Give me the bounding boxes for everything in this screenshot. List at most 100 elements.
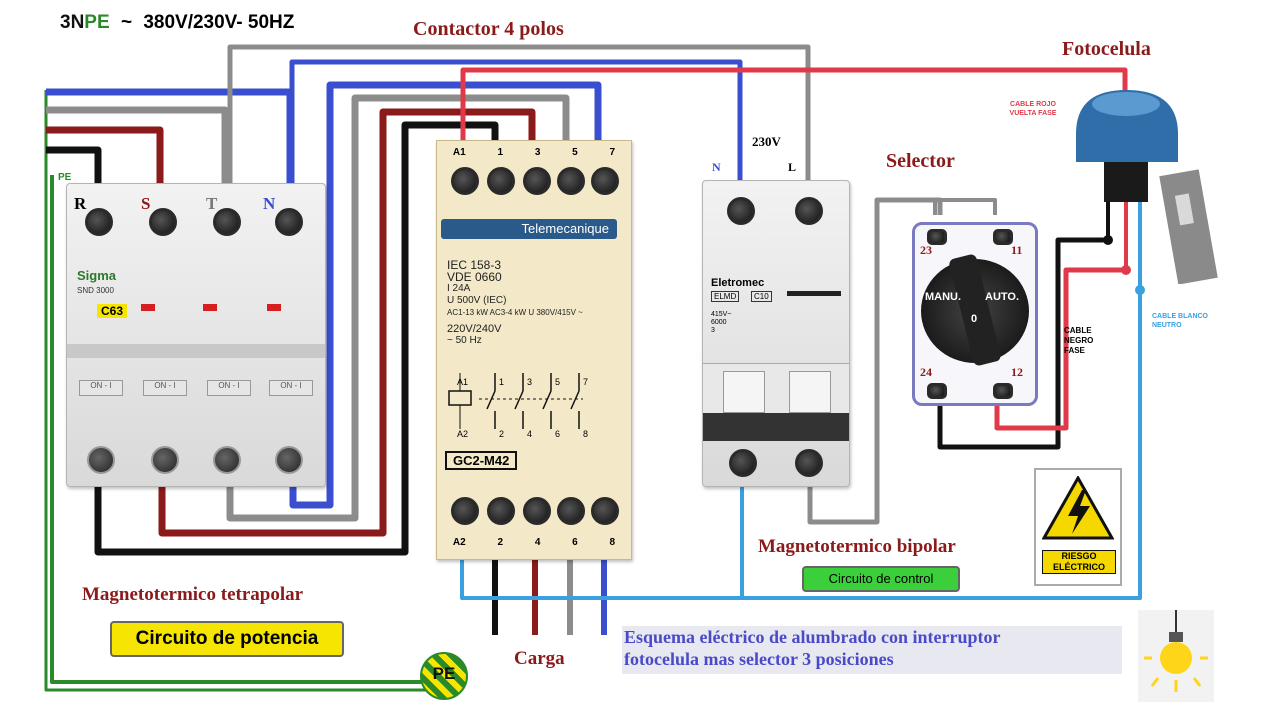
contact-label: 6 — [555, 429, 561, 439]
screw-icon — [451, 497, 479, 525]
screw-icon — [149, 208, 177, 236]
sel-red-loop — [994, 267, 1126, 431]
black-cable-note: CABLE NEGRO FASE — [1064, 326, 1094, 355]
diagram-caption: Esquema eléctrico de alumbrado con inter… — [622, 626, 1122, 674]
load-title: Carga — [514, 648, 565, 669]
photocell-sensor — [1076, 90, 1218, 284]
screw-icon — [927, 383, 947, 399]
contactor-brand: Telemecanique — [441, 219, 617, 239]
selector-switch[interactable]: 23 11 24 12 MANU. AUTO. 0 — [912, 222, 1038, 406]
phase-3n: 3N — [60, 12, 85, 33]
power-circuit-badge: Circuito de potencia — [110, 621, 344, 657]
mcb2-brand: Eletromec — [711, 277, 765, 289]
contact-label: 8 — [583, 429, 589, 439]
terminal-s-label: S — [141, 194, 151, 213]
screw-icon — [927, 229, 947, 245]
mcb-switch[interactable]: ON - I — [143, 380, 187, 396]
screw-icon — [151, 446, 179, 474]
control-circuit-badge: Circuito de control — [802, 566, 960, 592]
supply-spec: 380V/230V- 50HZ — [143, 12, 295, 33]
screw-icon — [213, 446, 241, 474]
out-brown — [158, 108, 536, 537]
contactor-top-labels: A1 1 3 5 7 — [452, 147, 616, 158]
mcb-tetrapolar-title: Magnetotermico tetrapolar — [82, 584, 304, 605]
screw-icon — [487, 497, 515, 525]
sel-black-loop — [937, 237, 1108, 450]
phase-pe: PE — [84, 12, 110, 33]
position-manu: MANU. — [925, 291, 962, 303]
ac-symbol: ~ — [120, 12, 133, 33]
sel-top-gray — [933, 198, 997, 215]
mcb-switch[interactable]: ON - I — [207, 380, 251, 396]
terminal-t-label: T — [206, 194, 218, 213]
mcb-pe-label: PE — [58, 172, 72, 183]
mcb-switch[interactable]: ON - I — [79, 380, 123, 396]
supply-header: 3NPE ~ 380V/230V- 50HZ — [60, 12, 294, 34]
contact-label: 3 — [527, 377, 533, 387]
high-voltage-icon — [1042, 476, 1114, 540]
selector-title: Selector — [886, 150, 955, 172]
light-bulb-svg — [1144, 610, 1208, 692]
pe-earth-symbol: PE — [420, 652, 468, 700]
terminal-24: 24 — [920, 365, 932, 379]
mcb2-n-label: N — [712, 160, 721, 174]
warning-sign: RIESGO ELÉCTRICO — [1034, 468, 1122, 586]
red-cable-note: CABLE ROJO VUELTA FASE — [1009, 101, 1057, 117]
screw-icon — [795, 449, 823, 477]
contact-label: 2 — [499, 429, 505, 439]
pe-earth-label: PE — [432, 664, 456, 683]
mcb2-spec: 415V~ 6000 3 — [711, 311, 732, 334]
screw-icon — [993, 229, 1013, 245]
out-black — [94, 121, 499, 556]
coil-a2: A2 — [457, 429, 469, 439]
screw-icon — [795, 197, 823, 225]
mcb2-l-label: L — [788, 160, 797, 174]
contactor-schematic — [448, 373, 583, 429]
mcb-bipolar-title: Magnetotermico bipolar — [758, 536, 956, 557]
contactor-spec: IEC 158-3 VDE 0660 I 24A U 500V (IEC) AC… — [447, 258, 583, 346]
screw-icon — [523, 497, 551, 525]
mcb-switch[interactable]: ON - I — [269, 380, 313, 396]
contact-label: 7 — [583, 377, 589, 387]
mcb2-rating: C10 — [751, 291, 772, 302]
screw-icon — [87, 446, 115, 474]
contact-label: 4 — [527, 429, 533, 439]
caption-line-2: fotocelula mas selector 3 posiciones — [624, 649, 894, 669]
screw-icon — [451, 167, 479, 195]
coil-a1: A1 — [457, 377, 469, 387]
screw-icon — [523, 167, 551, 195]
ctrl-gray-2 — [807, 197, 943, 525]
screw-icon — [275, 208, 303, 236]
terminal-n-label: N — [263, 194, 276, 213]
mcb-bipolar: Eletromec ELMD C10 415V~ 6000 3 — [702, 180, 850, 487]
screw-icon — [557, 497, 585, 525]
trip-indicator — [141, 304, 155, 311]
trip-indicator — [203, 304, 217, 311]
trip-indicator — [267, 304, 281, 311]
screw-icon — [729, 449, 757, 477]
terminal-r-label: R — [74, 194, 87, 213]
screw-icon — [591, 167, 619, 195]
terminal-23: 23 — [920, 243, 932, 257]
contactor: A1 1 3 5 7 Telemecanique IEC 158-3 VDE 0… — [436, 140, 632, 560]
mcb-model: SND 3000 — [77, 286, 114, 295]
screw-icon — [487, 167, 515, 195]
warning-text: RIESGO ELÉCTRICO — [1042, 550, 1116, 574]
screw-icon — [557, 167, 585, 195]
mcb2-switch[interactable] — [723, 371, 765, 413]
out-gray — [226, 94, 570, 522]
light-bulb-icon — [1138, 610, 1214, 702]
caption-line-1: Esquema eléctrico de alumbrado con inter… — [624, 627, 1001, 647]
supply-gray — [46, 106, 229, 210]
mcb2-switch[interactable] — [789, 371, 831, 413]
photocell-title: Fotocelula — [1062, 38, 1151, 60]
screw-icon — [591, 497, 619, 525]
screw-icon — [993, 383, 1013, 399]
terminal-11: 11 — [1011, 243, 1023, 257]
contactor-title: Contactor 4 polos — [413, 18, 564, 40]
mcb-rating: C63 — [97, 304, 128, 318]
neutral-lightblue — [460, 190, 1142, 600]
screw-icon — [727, 197, 755, 225]
screw-icon — [85, 208, 113, 236]
contact-label: 1 — [499, 377, 505, 387]
